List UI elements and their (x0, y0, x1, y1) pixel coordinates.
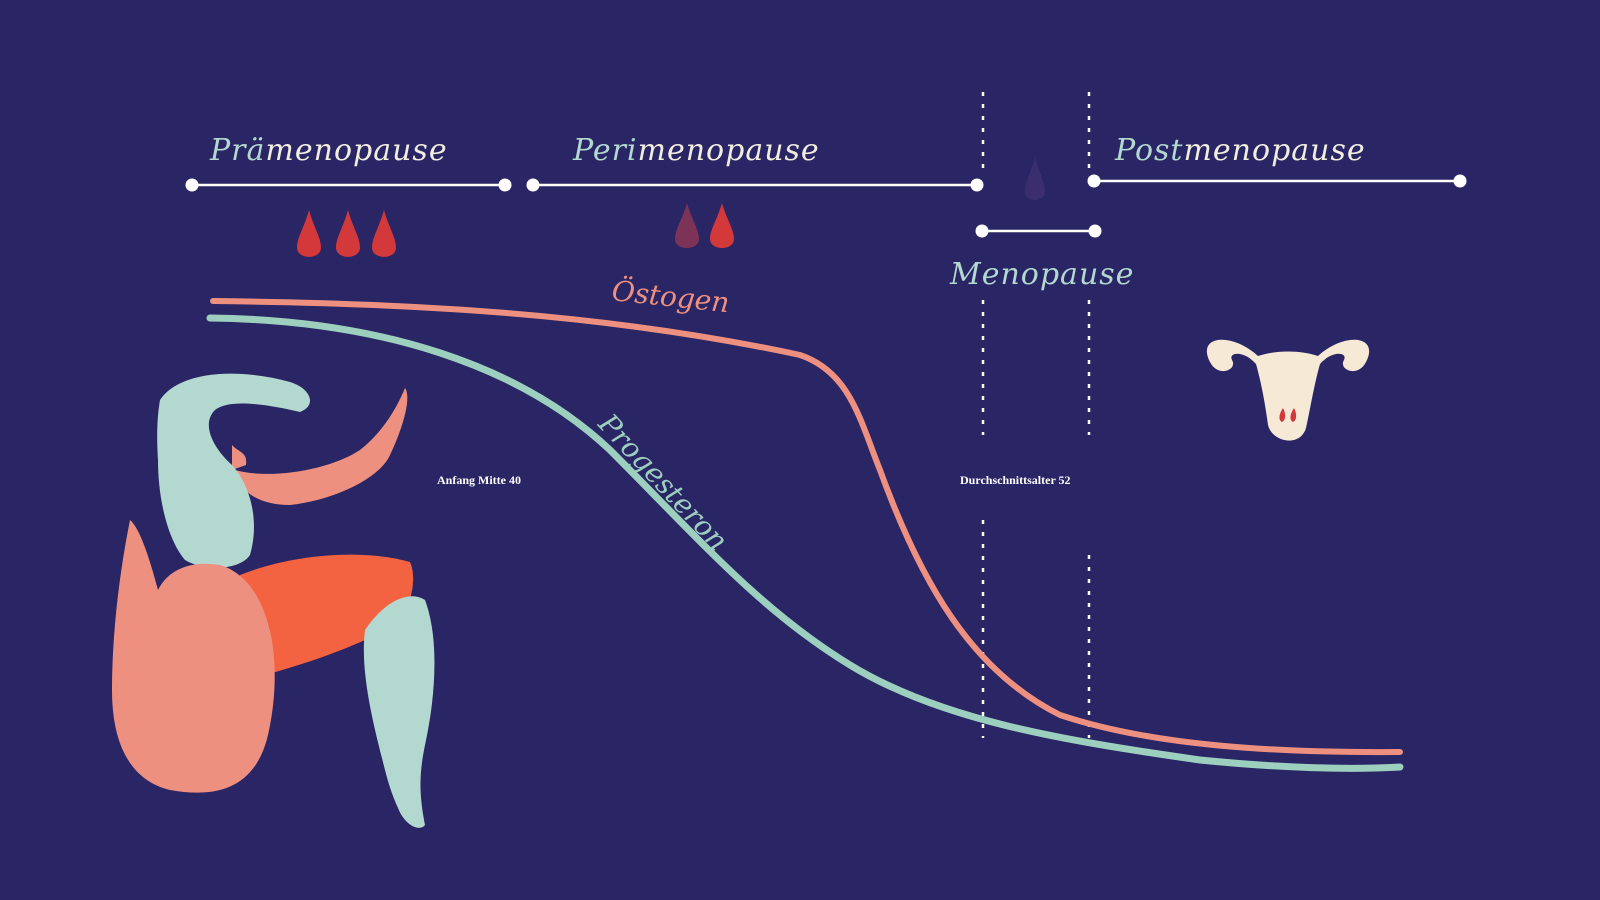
blood-drops (297, 157, 1045, 257)
phase-label-menopause: Menopause (949, 257, 1134, 292)
blood-drop-premenopause (372, 210, 396, 257)
blood-drop-premenopause (336, 210, 360, 257)
phase-label-perimenopause: Perimenopause (572, 133, 820, 168)
timeline-postmenopause (1087, 174, 1467, 188)
blood-drop-menopause (1025, 157, 1045, 201)
dancing-woman-illustration (112, 373, 435, 828)
timeline-premenopause (185, 178, 512, 192)
blood-drop-perimenopause (710, 203, 734, 248)
uterus-icon (1206, 339, 1370, 441)
annotation-perimenopause-start: Anfang Mitte 40 (437, 473, 521, 487)
timeline-perimenopause (526, 178, 984, 192)
blood-drop-perimenopause (675, 203, 699, 248)
annotation-menopause-age: Durchschnittsalter 52 (960, 473, 1071, 487)
progesterone-label: Progesteron (591, 407, 735, 558)
menopause-boundaries (981, 92, 1091, 738)
estrogen-label: Östogen (610, 273, 731, 319)
phase-label-premenopause: Prämenopause (209, 133, 448, 168)
timeline-menopause (975, 224, 1102, 238)
estrogen-curve (210, 298, 1403, 756)
phase-label-postmenopause: Postmenopause (1114, 133, 1366, 168)
blood-drop-premenopause (297, 210, 321, 257)
phase-timelines (185, 174, 1467, 238)
progesterone-curve (206, 314, 1404, 772)
